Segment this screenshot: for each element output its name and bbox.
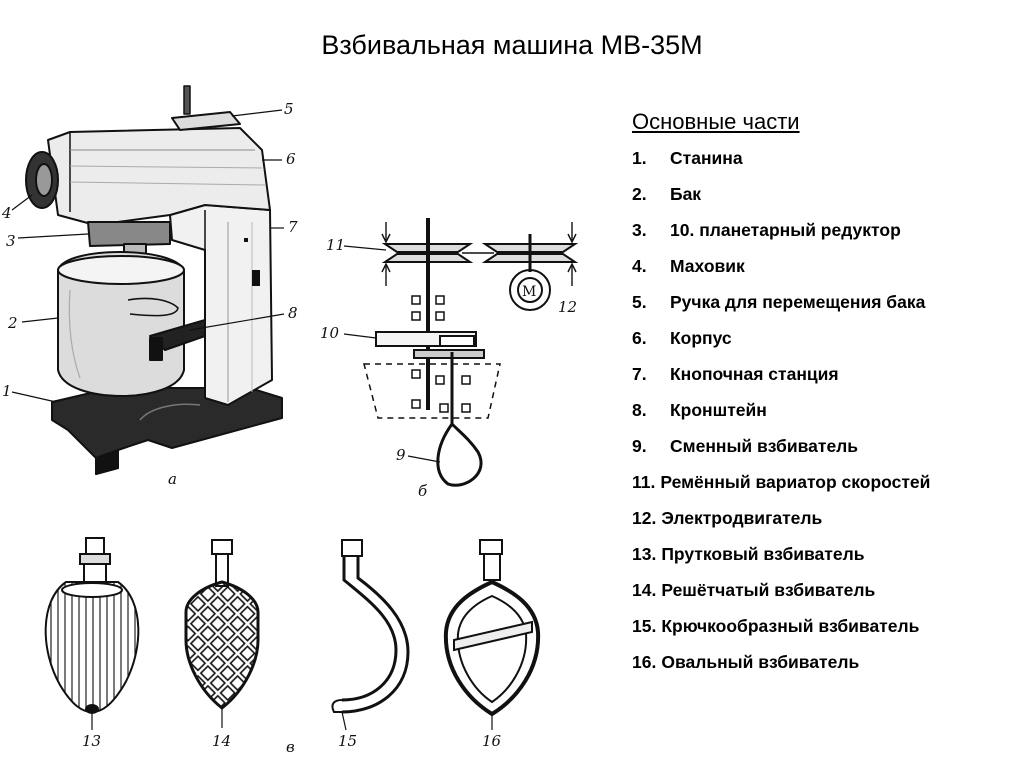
machine-housing	[47, 127, 271, 226]
figure-c-caption: в	[286, 738, 295, 756]
item-label: 10. планетарный редуктор	[670, 220, 901, 240]
item-number: 15.	[632, 616, 657, 636]
wire-beater	[44, 537, 140, 714]
kinematic-scheme	[343, 218, 579, 487]
planetary-gear	[87, 221, 171, 247]
list-item: 6. Корпус	[632, 328, 930, 364]
list-item: 16.Овальный взбиватель	[632, 652, 930, 688]
label-15: 15	[338, 732, 357, 750]
parts-list: 1. Станина 2. Бак 3. 10. планетарный редукт…	[632, 148, 930, 688]
figure-b-labels: 11 10 9 12 М б	[320, 236, 577, 500]
figure-a-labels: 1 2 3 4 5 6 7 8 а	[1, 100, 298, 488]
item-label: Маховик	[670, 256, 745, 276]
list-item: 13.Прутковый взбиватель	[632, 544, 930, 580]
item-number: 3.	[632, 220, 647, 240]
label-8: 8	[288, 304, 298, 322]
item-number: 16.	[632, 652, 657, 672]
label-9: 9	[396, 446, 406, 464]
list-item: 9. Сменный взбиватель	[632, 436, 930, 472]
item-label: Ручка для перемещения бака	[670, 292, 926, 312]
label-12: 12	[558, 298, 577, 316]
lattice-beater	[184, 539, 260, 710]
item-number: 6.	[632, 328, 647, 348]
item-number: 4.	[632, 256, 647, 276]
list-item: 14.Решётчатый взбиватель	[632, 580, 930, 616]
oval-beater	[443, 539, 541, 717]
item-label: Бак	[670, 184, 702, 204]
label-3: 3	[6, 232, 16, 250]
motor	[509, 269, 551, 311]
item-label: Прутковый взбиватель	[661, 544, 865, 564]
list-item: 3. 10. планетарный редуктор	[632, 220, 930, 256]
list-item: 12.Электродвигатель	[632, 508, 930, 544]
machine-column	[169, 204, 273, 406]
parts-heading: Основные части	[632, 109, 800, 134]
item-number: 14.	[632, 580, 657, 600]
item-number: 8.	[632, 400, 647, 420]
item-number: 7.	[632, 364, 647, 384]
item-label: Станина	[670, 148, 743, 168]
figure-a-caption: а	[168, 470, 177, 488]
figure-c-labels: 13 14 15 16 в	[82, 732, 502, 756]
bowl-handle	[171, 111, 241, 131]
label-13: 13	[82, 732, 101, 750]
list-item: 8. Кронштейн	[632, 400, 930, 436]
item-number: 1.	[632, 148, 647, 168]
label-7: 7	[288, 218, 298, 236]
item-label: Кронштейн	[670, 400, 767, 420]
hook-beater	[331, 539, 410, 714]
item-number: 13.	[632, 544, 657, 564]
label-11: 11	[326, 236, 345, 254]
list-item: 7. Кнопочная станция	[632, 364, 930, 400]
bowl-outline	[363, 363, 501, 419]
label-1: 1	[2, 382, 12, 400]
item-number: 11.	[632, 472, 656, 492]
item-label: Овальный взбиватель	[661, 652, 860, 672]
button-station	[252, 270, 260, 286]
figure-b-caption: б	[418, 482, 428, 500]
label-5: 5	[284, 100, 294, 118]
list-item: 1. Станина	[632, 148, 930, 184]
label-2: 2	[7, 314, 18, 332]
item-number: 12.	[632, 508, 657, 528]
list-item: 15.Крючкообразный взбиватель	[632, 616, 930, 652]
machine-base	[51, 387, 283, 475]
label-16: 16	[482, 732, 502, 750]
item-label: Крючкообразный взбиватель	[661, 616, 920, 636]
list-item: 4. Маховик	[632, 256, 930, 292]
list-item: 5. Ручка для перемещения бака	[632, 292, 930, 328]
item-label: Кнопочная станция	[670, 364, 839, 384]
item-label: Решётчатый взбиватель	[661, 580, 876, 600]
label-14: 14	[212, 732, 231, 750]
item-number: 9.	[632, 436, 647, 456]
label-10: 10	[320, 324, 340, 342]
page-title: Взбивальная машина МВ-35М	[321, 30, 703, 60]
list-item: 2. Бак	[632, 184, 930, 220]
label-4: 4	[1, 204, 12, 222]
mixer-drawing	[11, 85, 285, 475]
item-label: Ремённый вариатор скоростей	[660, 472, 931, 492]
item-number: 2.	[632, 184, 647, 204]
label-6: 6	[286, 150, 296, 168]
list-item: 11.Ремённый вариатор скоростей	[632, 472, 930, 508]
motor-symbol: М	[522, 284, 536, 300]
item-label: Электродвигатель	[661, 508, 823, 528]
item-label: Сменный взбиватель	[670, 436, 859, 456]
beater-9	[436, 421, 483, 487]
item-number: 5.	[632, 292, 647, 312]
item-label: Корпус	[670, 328, 732, 348]
